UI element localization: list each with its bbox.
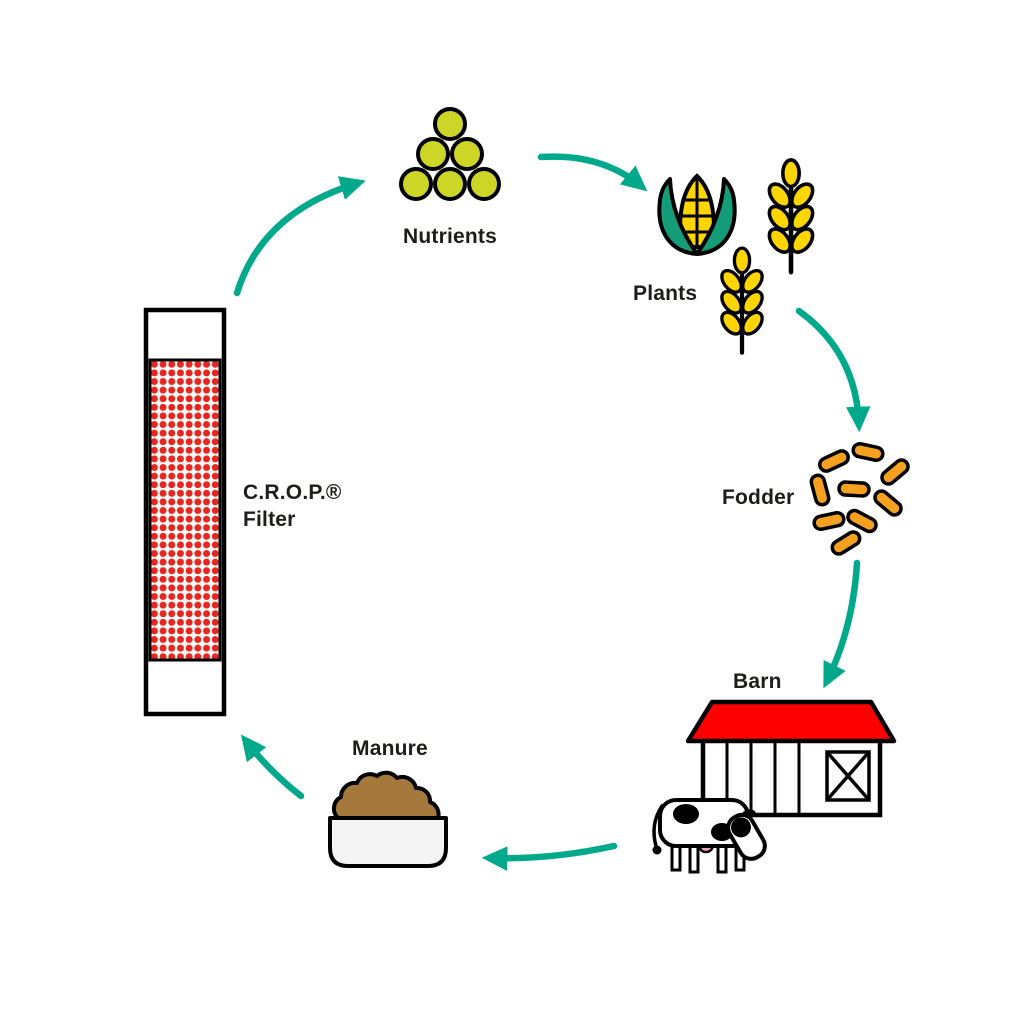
wheat-icon — [765, 160, 817, 272]
label-manure: Manure — [352, 737, 428, 760]
arrow-manure-to-filter — [240, 734, 305, 800]
nutrient-ball — [433, 167, 467, 201]
label-filter-line2: Filter — [243, 508, 296, 531]
arrow-filter-to-nutrients — [233, 176, 366, 297]
nutrient-ball — [399, 167, 433, 201]
plants-icon — [657, 160, 817, 353]
barn-roof — [685, 699, 897, 744]
filter-media-dots — [148, 358, 222, 662]
nutrients-icon — [399, 107, 501, 201]
corn-icon — [657, 173, 737, 256]
barn-door — [825, 750, 871, 802]
label-filter-line1: C.R.O.P.® — [243, 481, 342, 504]
manure-pile — [331, 770, 441, 820]
fodder-icon — [809, 441, 910, 556]
nutrient-ball — [467, 167, 501, 201]
nutrient-ball — [416, 137, 450, 171]
arrow-fodder-to-barn — [823, 559, 861, 689]
cow-head — [726, 809, 767, 861]
cow-icon — [652, 798, 767, 874]
arrow-barn-to-manure — [481, 842, 618, 871]
label-fodder: Fodder — [722, 486, 795, 509]
label-barn: Barn — [733, 670, 782, 693]
label-plants: Plants — [633, 282, 698, 305]
nutrient-ball — [433, 107, 467, 141]
manure-icon — [328, 770, 448, 868]
wheat-icon — [718, 248, 766, 353]
label-filter: C.R.O.P.® Filter — [243, 479, 342, 533]
arrow-plants-to-fodder — [795, 307, 871, 433]
label-nutrients: Nutrients — [403, 225, 497, 248]
nutrient-ball — [450, 137, 484, 171]
crop-filter-icon — [143, 307, 227, 717]
manure-container — [328, 816, 448, 868]
barn-icon — [685, 699, 897, 818]
arrow-nutrients-to-plants — [537, 153, 648, 192]
cycle-arrows — [233, 153, 871, 871]
